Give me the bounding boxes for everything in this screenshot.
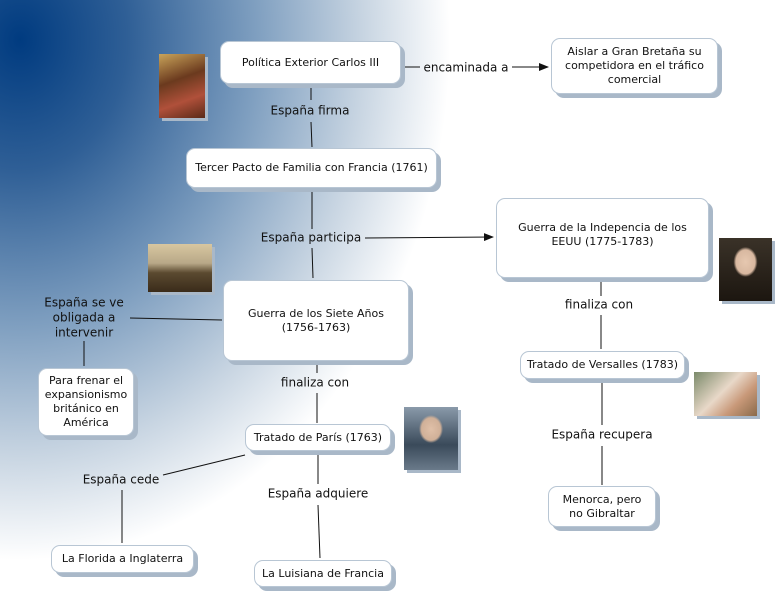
link-encaminada-a: encaminada a [423,60,509,75]
link-espana-participa: España participa [260,230,362,245]
concept-tratado-paris[interactable]: Tratado de París (1763) [245,424,391,451]
concept-luisiana[interactable]: La Luisiana de Francia [254,560,392,587]
concept-frenar-expansionismo[interactable]: Para frenar el expansionismo británico e… [38,368,134,436]
battle-painting-image [148,244,212,292]
link-finaliza-con-paris: finaliza con [280,375,350,390]
link-espana-recupera: España recupera [551,427,653,442]
link-espana-adquiere: España adquiere [267,486,369,501]
concept-guerra-siete-anos[interactable]: Guerra de los Siete Años (1756-1763) [223,280,409,361]
carlos-iii-portrait-image [159,54,205,118]
link-espana-firma: España firma [270,103,350,118]
concept-menorca[interactable]: Menorca, pero no Gibraltar [548,486,656,527]
concept-florida[interactable]: La Florida a Inglaterra [51,545,194,573]
link-espana-cede: España cede [82,472,160,487]
concept-guerra-independencia-eeuu[interactable]: Guerra de la Indepencia de los EEUU (177… [496,198,709,278]
concept-politica-exterior[interactable]: Política Exterior Carlos III [220,41,401,84]
king-portrait-image [404,407,458,470]
concept-aislar-gran-bretana[interactable]: Aislar a Gran Bretaña su competidora en … [551,38,718,94]
link-espana-obligada: España se ve obligada a intervenir [44,295,124,340]
link-finaliza-con-versalles: finaliza con [564,297,634,312]
concept-tratado-versalles[interactable]: Tratado de Versalles (1783) [520,351,685,379]
george-washington-portrait-image [719,238,772,301]
concept-tercer-pacto[interactable]: Tercer Pacto de Familia con Francia (176… [186,148,437,188]
versailles-treaty-painting-image [694,372,757,416]
